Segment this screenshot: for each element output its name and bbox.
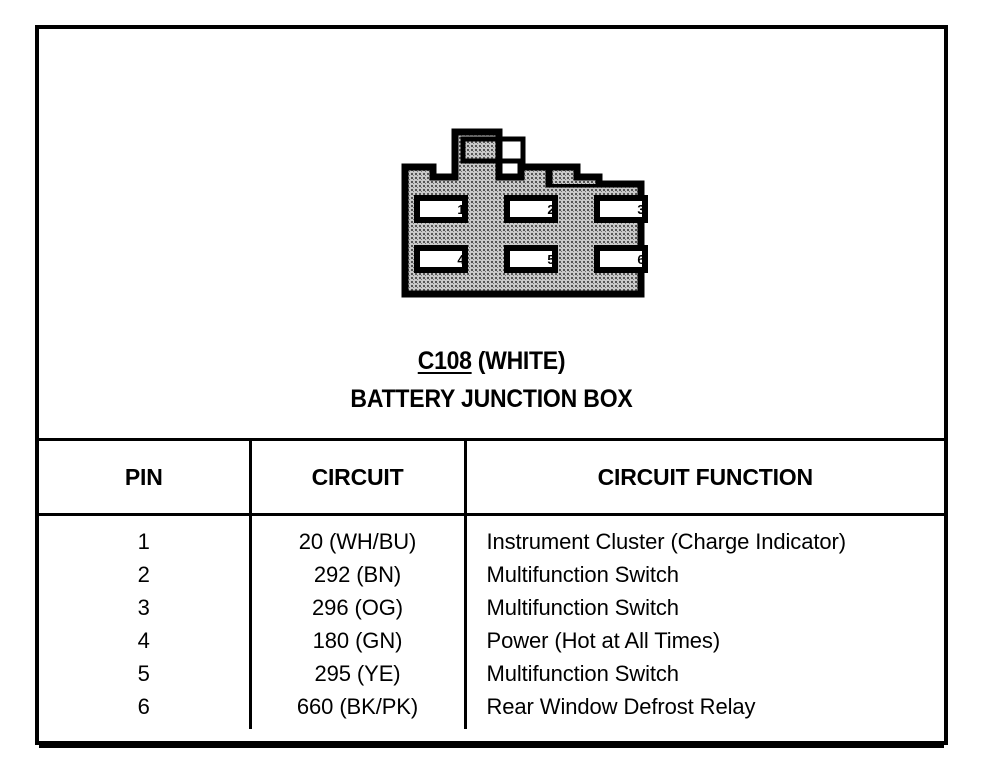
cell-circuit: 20 (WH/BU)	[250, 514, 467, 558]
pin-cavity-3	[594, 195, 648, 223]
connector-color: (WHITE)	[477, 347, 566, 375]
column-header-pin: PIN	[39, 438, 252, 516]
cell-function: Power (Hot at All Times)	[486, 627, 721, 653]
pin-table: PIN CIRCUIT CIRCUIT FUNCTION 1 20 (WH/BU…	[39, 438, 944, 729]
cell-circuit: 660 (BK/PK)	[250, 690, 467, 729]
column-header-function: CIRCUIT FUNCTION	[465, 438, 944, 516]
connector-name: BATTERY JUNCTION BOX	[350, 385, 633, 413]
connector-id: C108	[417, 347, 472, 375]
pin-label-5: 5	[547, 252, 555, 267]
cell-function: Instrument Cluster (Charge Indicator)	[486, 528, 847, 554]
cell-function: Multifunction Switch	[486, 660, 680, 686]
cell-function: Multifunction Switch	[486, 594, 680, 620]
table-row: 6 660 (BK/PK) Rear Window Defrost Relay	[39, 690, 944, 729]
connector-shoulder-right	[545, 163, 603, 184]
cell-pin: 6	[39, 690, 252, 729]
cell-function: Multifunction Switch	[486, 561, 680, 587]
table-row: 4 180 (GN) Power (Hot at All Times)	[39, 624, 944, 657]
connector-top-tab-inner	[460, 136, 526, 164]
table-row: 3 296 (OG) Multifunction Switch	[39, 591, 944, 624]
pin-table-head: PIN CIRCUIT CIRCUIT FUNCTION	[39, 438, 944, 516]
cell-pin: 1	[39, 514, 252, 558]
pin-cavity-5	[504, 245, 558, 273]
table-row: 5 295 (YE) Multifunction Switch	[39, 657, 944, 690]
table-bottom-rule	[39, 745, 944, 748]
cell-circuit: 295 (YE)	[250, 657, 467, 690]
cell-function: Rear Window Defrost Relay	[486, 693, 756, 719]
pin-label-2: 2	[547, 202, 555, 217]
table-header-row: PIN CIRCUIT CIRCUIT FUNCTION	[39, 438, 944, 516]
cell-circuit: 296 (OG)	[250, 591, 467, 624]
pin-cavity-4	[414, 245, 468, 273]
cell-pin: 3	[39, 591, 252, 624]
table-row: 2 292 (BN) Multifunction Switch	[39, 558, 944, 591]
column-header-circuit: CIRCUIT	[250, 438, 467, 516]
cell-pin: 5	[39, 657, 252, 690]
cell-circuit: 180 (GN)	[250, 624, 467, 657]
pin-label-1: 1	[457, 202, 465, 217]
connector-drawing	[401, 128, 648, 298]
table-row: 1 20 (WH/BU) Instrument Cluster (Charge …	[39, 514, 944, 558]
cell-pin: 4	[39, 624, 252, 657]
pin-cavity-6	[594, 245, 648, 273]
cell-pin: 2	[39, 558, 252, 591]
connector-id-line: C108 (WHITE)	[75, 347, 908, 376]
pin-label-4: 4	[457, 252, 465, 267]
connector-title-block: C108 (WHITE) BATTERY JUNCTION BOX	[39, 347, 944, 414]
connector-illustration: 1 2 3 4 5 6	[39, 29, 944, 359]
cell-circuit: 292 (BN)	[250, 558, 467, 591]
pin-cavity-1	[414, 195, 468, 223]
pin-label-6: 6	[637, 252, 645, 267]
pin-label-3: 3	[637, 202, 645, 217]
pin-table-body: 1 20 (WH/BU) Instrument Cluster (Charge …	[39, 514, 944, 729]
pin-cavity-2	[504, 195, 558, 223]
diagram-frame: 1 2 3 4 5 6 C108 (WHITE) BATTERY JUNCTIO…	[35, 25, 948, 748]
